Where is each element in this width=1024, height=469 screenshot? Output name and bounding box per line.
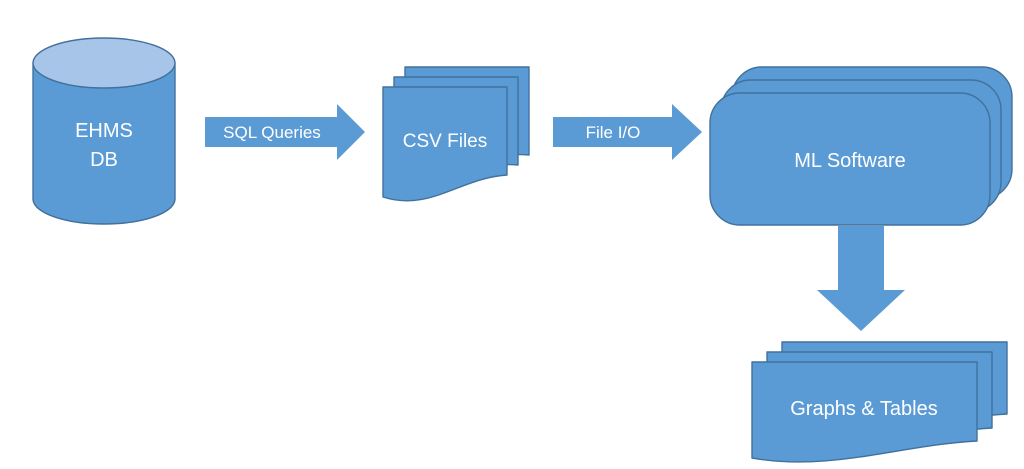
file-io-label: File I/O [586, 123, 641, 142]
connector-file-io: File I/O [553, 104, 702, 160]
node-csv-files: CSV Files [382, 66, 530, 202]
node-ml-software: ML Software [709, 66, 1013, 226]
right-arrow-shape [205, 104, 365, 160]
rounded-rect-front [709, 92, 991, 226]
cylinder-body [32, 62, 176, 225]
connector-ml-output [817, 226, 905, 331]
right-arrow-shape [553, 104, 702, 160]
node-ehms-db: EHMS DB [32, 37, 176, 225]
cylinder-top [32, 37, 176, 89]
node-graphs-tables: Graphs & Tables [751, 341, 1008, 463]
sql-queries-label: SQL Queries [223, 123, 321, 142]
document-front [382, 86, 508, 202]
graphs-tables-label: Graphs & Tables [790, 398, 938, 420]
connector-sql-queries: SQL Queries [205, 104, 365, 160]
document-front [751, 361, 978, 463]
ehms-db-label-line1: EHMS [75, 120, 133, 142]
down-arrow-shape [817, 226, 905, 331]
ml-software-label: ML Software [794, 150, 906, 172]
csv-files-label: CSV Files [403, 131, 487, 152]
ehms-db-label-line2: DB [90, 149, 118, 171]
